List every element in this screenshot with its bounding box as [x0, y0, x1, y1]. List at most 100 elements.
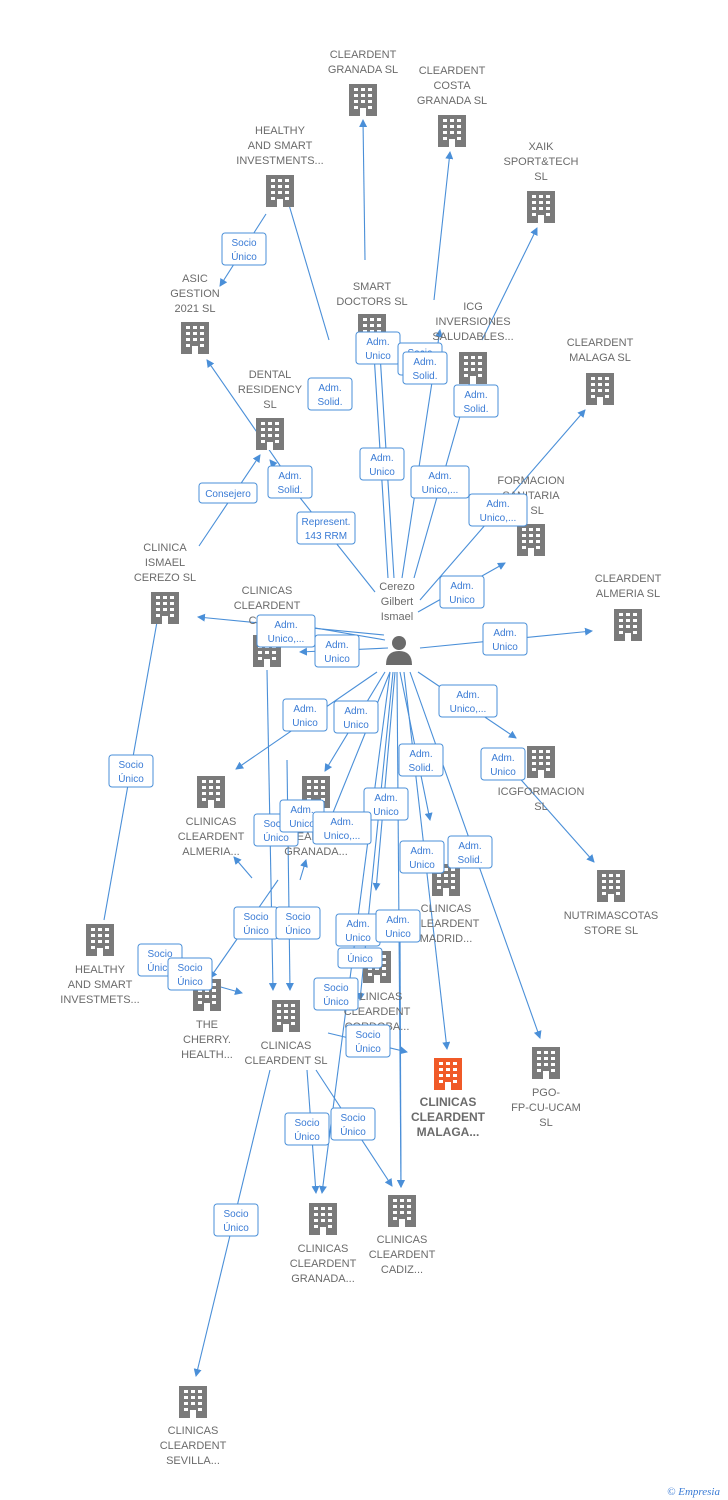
edge-label-box[interactable]: Adm.Unico	[482, 622, 528, 656]
edge-label-box[interactable]: Adm.Unico	[314, 634, 360, 668]
edge-label-box[interactable]: Represent.143 RRM	[296, 511, 356, 545]
edge-label-box[interactable]: Adm.Unico	[355, 331, 401, 365]
edge-label-box[interactable]: Único	[337, 947, 383, 969]
edge-label-text: Adm.Unico	[324, 640, 350, 665]
edge-label-box[interactable]: Adm.Unico	[333, 700, 379, 734]
edge-label-box[interactable]: Consejero	[198, 482, 258, 504]
building-icon	[438, 115, 466, 147]
edge-label-box[interactable]: Adm.Unico	[359, 447, 405, 481]
edge-label-box[interactable]: Adm.Solid.	[447, 835, 493, 869]
company-label-line: SL	[534, 171, 547, 183]
edge-label-box[interactable]: Adm.Unico	[363, 787, 409, 821]
company-label-line: XAIK	[528, 141, 554, 153]
edge-label-box[interactable]: Adm.Unico	[399, 840, 445, 874]
edge-label-text: Adm.Solid.	[317, 383, 342, 408]
building-icon	[309, 1203, 337, 1235]
company-label-line: ISMAEL	[145, 557, 185, 569]
company-node-xaik[interactable]: XAIK SPORT&TECH SL	[504, 141, 579, 223]
edge-label-text: Adm.Unico	[490, 753, 516, 778]
edge-label-box[interactable]: Adm.Solid.	[398, 743, 444, 777]
edge-label-box[interactable]: Adm.Unico,...	[410, 465, 470, 499]
company-label-line: CLINICAS	[352, 991, 403, 1003]
edge-label-box[interactable]: Adm.Solid.	[267, 465, 313, 499]
company-label-line: CLINICA	[143, 542, 187, 554]
company-label-line: CLEARDENT	[567, 337, 634, 349]
edge-label-box[interactable]: Adm.Unico	[282, 698, 328, 732]
edge-label-box[interactable]: Adm.Solid.	[453, 384, 499, 418]
edge-label-text: Adm.Solid.	[412, 357, 437, 382]
edge-label-box[interactable]: Adm.Unico,...	[438, 684, 498, 718]
edge-line-36	[299, 859, 308, 881]
building-icon	[349, 84, 377, 116]
edge-label-box[interactable]: Adm.Unico	[335, 913, 381, 947]
edge-label-box[interactable]: Adm.Unico	[375, 909, 421, 943]
company-label-line: CLEARDENT	[178, 831, 245, 843]
edge-label-box[interactable]: Adm.Unico,...	[256, 614, 316, 648]
company-label-line: AND SMART	[68, 979, 133, 991]
footer-brand[interactable]: © Empresia	[667, 1486, 720, 1498]
edge-label-box[interactable]: Adm.Unico	[439, 575, 485, 609]
company-label-line: SPORT&TECH	[504, 156, 579, 168]
company-label-line: CLINICAS	[186, 816, 237, 828]
edge-label-text: Único	[347, 952, 373, 965]
edge-label-box[interactable]: Adm.Solid.	[402, 351, 448, 385]
edge-label-text: Adm.Unico	[289, 805, 315, 830]
company-label-line: INVESTMETS...	[60, 994, 139, 1006]
company-label-line: SMART	[353, 281, 392, 293]
person-icon	[386, 636, 412, 665]
edge-label-box[interactable]: Adm.Unico,...	[312, 811, 372, 845]
edge-label-text: Adm.Unico	[492, 628, 518, 653]
building-icon	[179, 1386, 207, 1418]
edge-label-box[interactable]: Adm.Solid.	[307, 377, 353, 411]
edge-label-text: Adm.Solid.	[277, 471, 302, 496]
edge-label-box[interactable]: Adm.Unico,...	[468, 493, 528, 527]
edge-label-box[interactable]: Adm.Unico	[480, 747, 526, 781]
edge-label-text: Adm.Unico	[369, 453, 395, 478]
company-label-line: CLINICAS	[421, 903, 472, 915]
